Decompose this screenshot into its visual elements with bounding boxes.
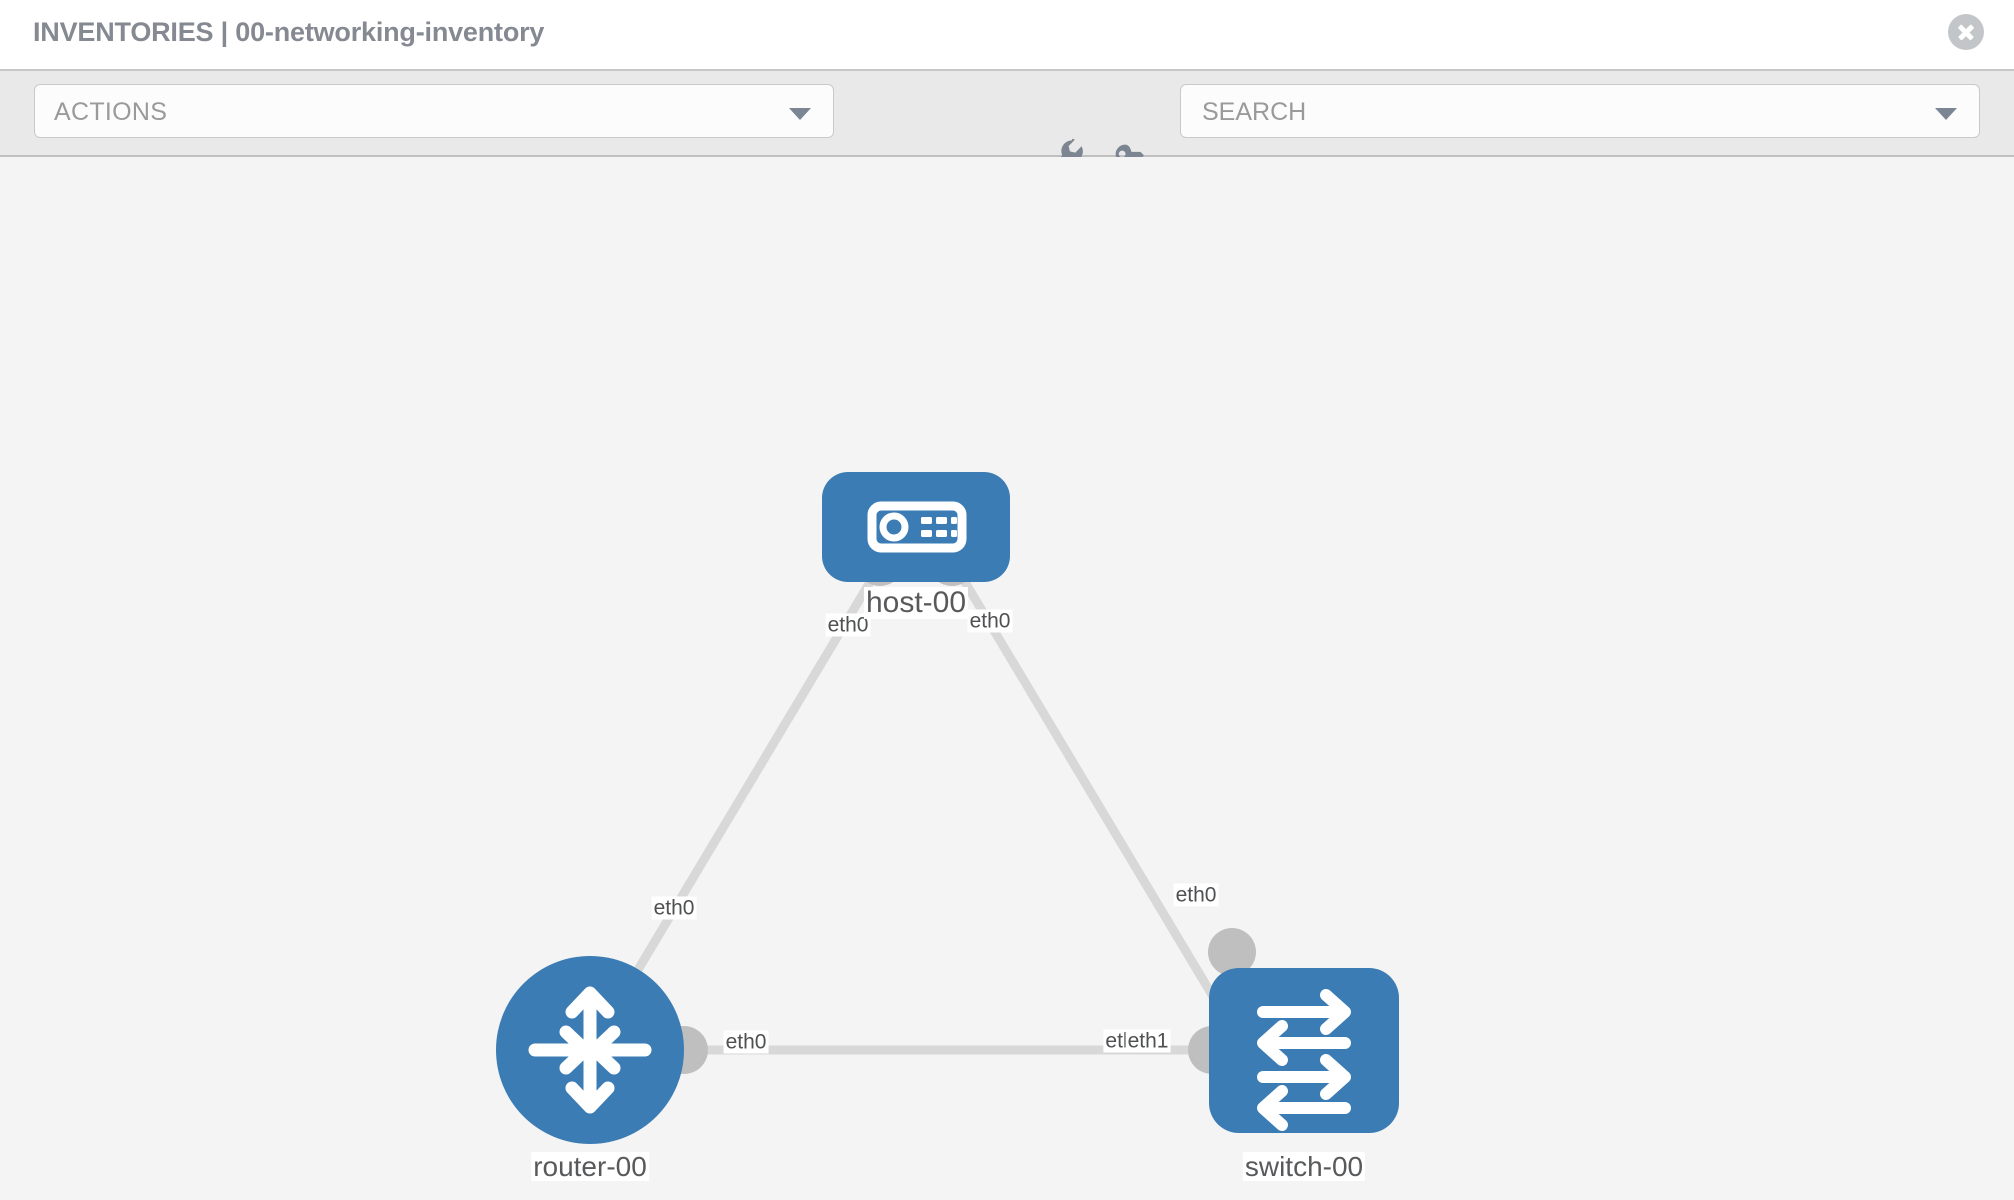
topology-canvas[interactable]: eth0 eth0 eth0 eth0 eth0 eth eth1 host-0… [0, 157, 2014, 1200]
close-icon[interactable] [1948, 14, 1984, 50]
actions-dropdown-label: ACTIONS [54, 98, 168, 126]
node-label-router-00: router-00 [531, 1151, 649, 1182]
iface-label-host-right: eth0 [967, 609, 1013, 633]
node-label-host-00: host-00 [863, 586, 969, 619]
node-switch-00 [1209, 968, 1399, 1133]
search-input[interactable] [1200, 85, 1904, 139]
iface-label-switch-top: eth0 [1173, 883, 1219, 907]
topology-graph [496, 472, 1399, 1144]
iface-label-host-left: eth0 [825, 613, 871, 637]
switch-arrows-icon [1257, 989, 1351, 1131]
title-bar: INVENTORIES | 00-networking-inventory [0, 0, 2014, 69]
iface-label-switch-left: eth1 [1125, 1029, 1171, 1053]
actions-dropdown[interactable]: ACTIONS [34, 84, 834, 138]
link-edges [586, 554, 1304, 1055]
iface-label-router-host: eth0 [651, 896, 697, 920]
node-router-00 [496, 956, 684, 1144]
iface-label-router-switch-left: eth0 [723, 1030, 769, 1054]
node-host-00 [822, 472, 1010, 582]
server-icon-dots [921, 517, 957, 537]
link-host-switch [946, 554, 1249, 1053]
port-switch-top [1208, 928, 1256, 976]
server-icon [867, 501, 967, 553]
toolbar: ACTIONS [0, 69, 2014, 178]
search-chevron-down-icon[interactable] [1935, 108, 1957, 120]
search-box[interactable] [1180, 84, 1980, 139]
router-arrows-icon [528, 986, 652, 1114]
link-router-host [586, 554, 889, 1053]
page-title: INVENTORIES | 00-networking-inventory [33, 17, 545, 47]
chevron-down-icon [789, 108, 811, 120]
node-label-switch-00: switch-00 [1242, 1151, 1366, 1182]
